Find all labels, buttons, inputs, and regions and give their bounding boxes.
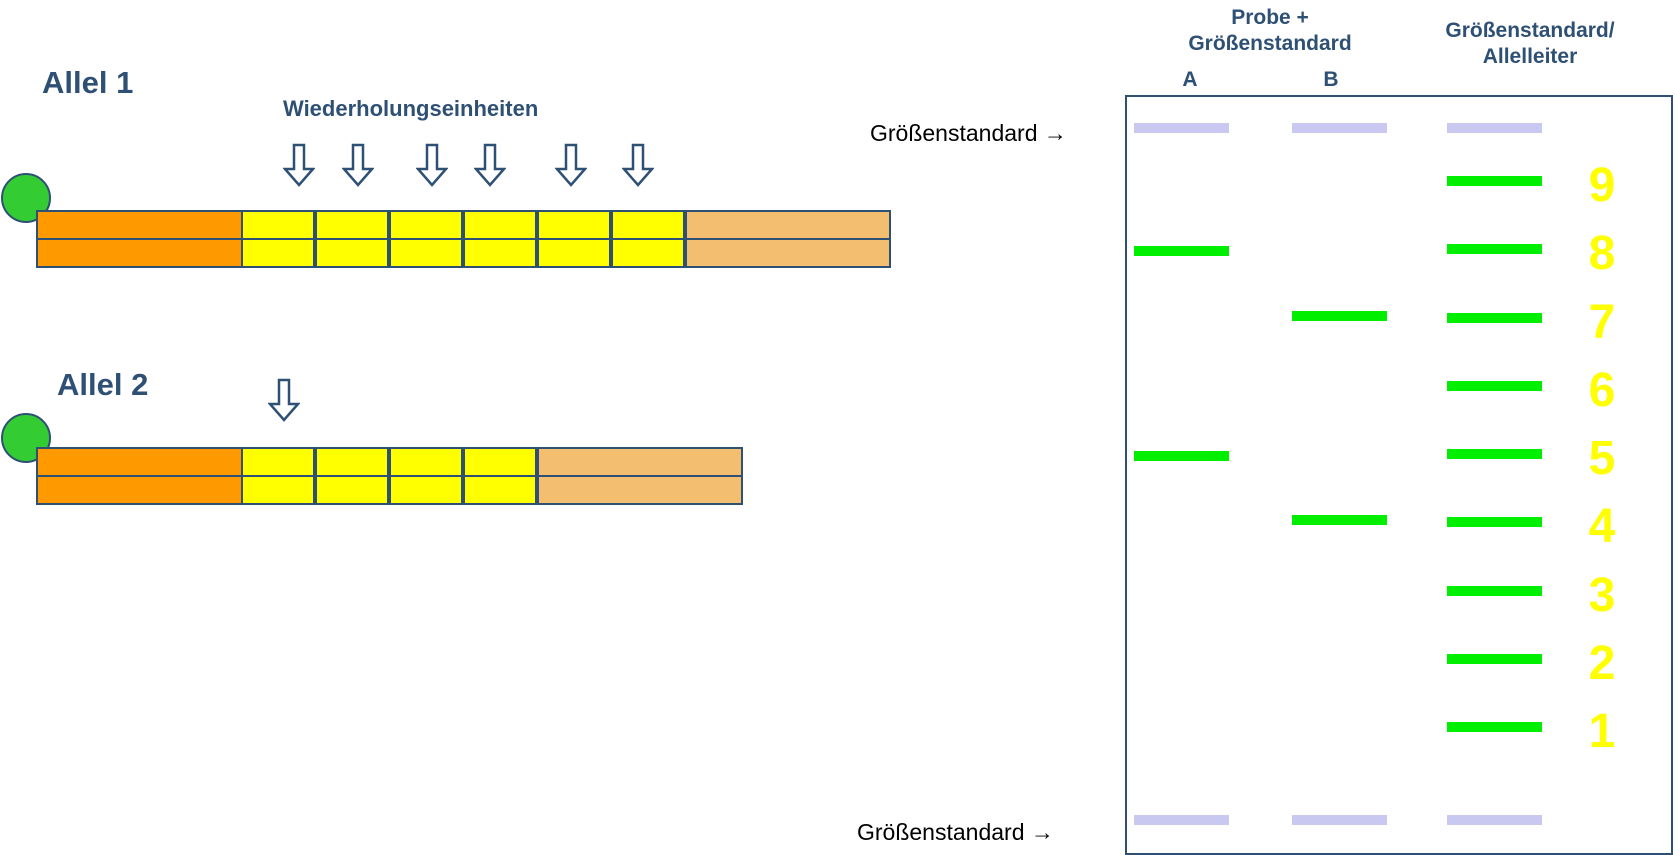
allele-1-left-flank xyxy=(36,210,243,240)
ladder-band-7 xyxy=(1447,312,1542,323)
ladder-band-3 xyxy=(1447,585,1542,596)
allele-1-title: Allel 1 xyxy=(42,65,134,100)
allele-1-repeat-unit xyxy=(315,210,389,240)
lane-b-band-allele-4 xyxy=(1292,515,1387,526)
allele-2-repeat-unit xyxy=(389,447,463,477)
ladder-number-8: 8 xyxy=(1588,227,1616,281)
lane-a-band-allele-5 xyxy=(1134,451,1229,461)
allele-1-repeat-unit xyxy=(241,238,315,268)
allele-2-repeat-unit xyxy=(315,447,389,477)
down-arrow-icon xyxy=(268,378,300,422)
ladder-band-8 xyxy=(1447,244,1542,255)
gel-panel: 9 8 7 6 5 4 3 2 1 xyxy=(1125,95,1673,855)
allele-1-repeat-unit xyxy=(315,238,389,268)
size-standard-band-bottom xyxy=(1292,815,1387,825)
allele-1-right-flank xyxy=(685,210,891,240)
allele-1-repeat-unit xyxy=(537,210,611,240)
ladder-band-1 xyxy=(1447,722,1542,732)
down-arrow-icon xyxy=(622,143,654,187)
allele-2-left-flank xyxy=(36,475,243,505)
ladder-band-6 xyxy=(1447,380,1542,391)
allele-1-repeat-unit xyxy=(611,238,685,268)
size-standard-band-top xyxy=(1134,123,1229,133)
allele-1-left-flank xyxy=(36,238,243,268)
allele-1-repeat-unit xyxy=(463,210,537,240)
ladder-number-1: 1 xyxy=(1588,705,1616,758)
ladder-number-3: 3 xyxy=(1588,568,1616,622)
allele-2-repeat-unit xyxy=(389,475,463,505)
down-arrow-icon xyxy=(555,143,587,187)
allele-2-left-flank xyxy=(36,447,243,477)
ladder-number-4: 4 xyxy=(1588,500,1616,554)
size-standard-band-top xyxy=(1447,123,1542,133)
allele-2-right-flank xyxy=(537,475,743,505)
allele-2-repeat-unit xyxy=(241,447,315,477)
allele-1-repeat-unit xyxy=(611,210,685,240)
size-standard-band-bottom xyxy=(1447,815,1542,825)
allele-2-right-flank xyxy=(537,447,743,477)
repeat-units-label: Wiederholungseinheiten xyxy=(283,96,539,121)
ladder-band-9 xyxy=(1447,176,1542,186)
down-arrow-icon xyxy=(416,143,448,187)
header-sample-size-standard: Probe + Größenstandard xyxy=(1188,6,1352,55)
lane-b-band-allele-7 xyxy=(1292,310,1387,321)
allele-2-repeat-unit xyxy=(463,475,537,505)
lane-b-label: B xyxy=(1323,68,1339,91)
ladder-band-4 xyxy=(1447,517,1542,528)
allele-1-repeat-unit xyxy=(241,210,315,240)
lane-a-band-allele-8 xyxy=(1134,246,1229,257)
allele-2-repeat-unit xyxy=(463,447,537,477)
ladder-band-5 xyxy=(1447,449,1542,459)
ladder-number-2: 2 xyxy=(1588,636,1616,690)
lane-a-label: A xyxy=(1182,68,1198,91)
size-standard-label-bottom: Größenstandard → xyxy=(857,819,1054,845)
size-standard-band-bottom xyxy=(1134,815,1229,825)
header-size-standard-allelic-ladder: Größenstandard/ Allelleiter xyxy=(1445,19,1615,68)
ladder-number-5: 5 xyxy=(1588,432,1616,485)
allele-1-repeat-unit xyxy=(389,238,463,268)
allele-2-title: Allel 2 xyxy=(57,367,149,402)
allele-1-repeat-unit xyxy=(537,238,611,268)
allele-1-repeat-unit xyxy=(463,238,537,268)
ladder-band-2 xyxy=(1447,653,1542,664)
down-arrow-icon xyxy=(474,143,506,187)
ladder-number-7: 7 xyxy=(1588,295,1616,349)
allele-1-right-flank xyxy=(685,238,891,268)
allele-1-repeat-unit xyxy=(389,210,463,240)
allele-2-repeat-unit xyxy=(315,475,389,505)
allele-2-repeat-unit xyxy=(241,475,315,505)
ladder-number-6: 6 xyxy=(1588,363,1616,417)
down-arrow-icon xyxy=(342,143,374,187)
size-standard-band-top xyxy=(1292,123,1387,133)
ladder-number-9: 9 xyxy=(1588,159,1616,212)
size-standard-label-top: Größenstandard → xyxy=(870,120,1067,146)
down-arrow-icon xyxy=(283,143,315,187)
